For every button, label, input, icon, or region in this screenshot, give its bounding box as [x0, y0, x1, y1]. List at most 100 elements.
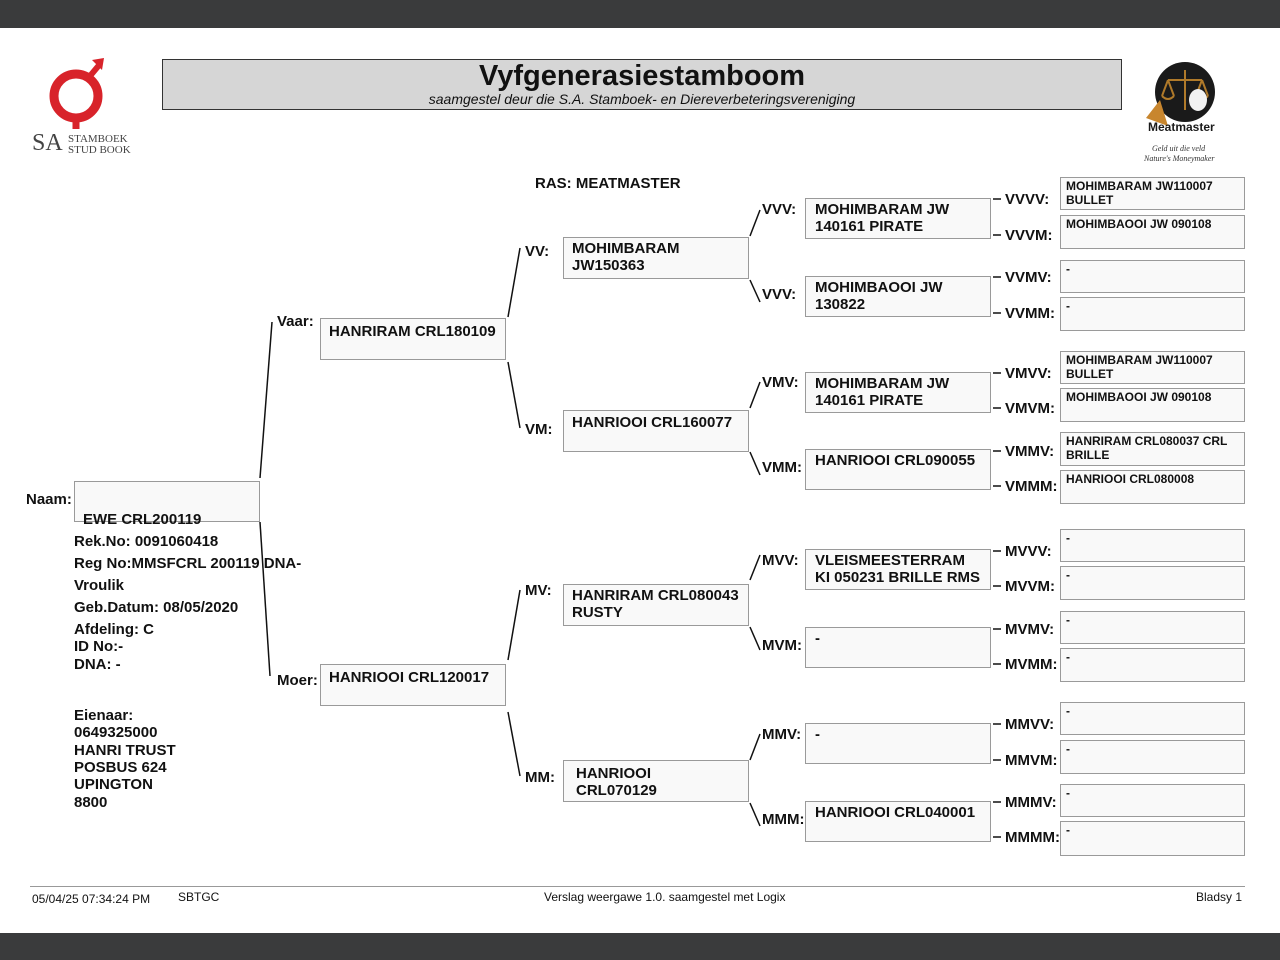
gen3-label: VVV: — [762, 201, 797, 218]
gen4-name: - — [1066, 742, 1070, 756]
footer-page: Bladsy 1 — [1196, 890, 1243, 904]
gen4-box[interactable]: - — [1060, 260, 1245, 293]
dam-name: HANRIOOI CRL120017 — [329, 669, 490, 686]
gen2-label: VV: — [525, 243, 550, 260]
gen2-box[interactable]: HANRIOOI CRL160077 — [563, 410, 749, 452]
gen4-box[interactable]: - — [1060, 297, 1245, 331]
sire-box[interactable]: HANRIRAM CRL180109 — [320, 318, 506, 360]
gen4-box[interactable]: HANRIOOI CRL080008 — [1060, 470, 1245, 504]
logo-studbook-text: STUD BOOK — [68, 144, 131, 156]
sex: Vroulik — [74, 577, 125, 594]
gen3-box[interactable]: MOHIMBARAM JW 140161 PIRATE — [805, 372, 991, 413]
gen4-box[interactable]: - — [1060, 784, 1245, 817]
breed-label: RAS: MEATMASTER — [535, 175, 681, 192]
gen3-label: MVV: — [762, 552, 799, 569]
gen3-label: VVV: — [762, 286, 797, 303]
gen4-label: VMVM: — [1005, 400, 1055, 417]
gen3-name: - — [815, 726, 820, 743]
gen4-name: - — [1066, 262, 1070, 276]
gen4-label: MVVM: — [1005, 578, 1055, 595]
gen4-box[interactable]: HANRIRAM CRL080037 CRL BRILLE — [1060, 432, 1245, 466]
owner-label: Eienaar: — [74, 707, 134, 724]
logo-sa-text: SA — [32, 130, 63, 156]
gen3-label: VMM: — [762, 459, 802, 476]
gen4-label: VVMM: — [1005, 305, 1055, 322]
owner-line: POSBUS 624 — [74, 759, 167, 776]
footer-code: SBTGC — [178, 890, 220, 904]
gen4-label: MMMM: — [1005, 829, 1060, 846]
gen4-name: - — [1066, 704, 1070, 718]
gen3-box[interactable]: MOHIMBARAM JW 140161 PIRATE — [805, 198, 991, 239]
dam-label: Moer: — [277, 672, 318, 689]
gen2-box[interactable]: HANRIRAM CRL080043 RUSTY — [563, 584, 749, 626]
gen2-name: HANRIOOI CRL070129 — [576, 765, 657, 799]
gen4-name: - — [1066, 650, 1070, 664]
gen4-box[interactable]: - — [1060, 702, 1245, 735]
gen3-box[interactable]: VLEISMEESTERRAM KI 050231 BRILLE RMS — [805, 549, 991, 590]
meatmaster-brand-text: Meatmaster — [1148, 120, 1215, 134]
gen4-label: VVMV: — [1005, 269, 1052, 286]
gen4-label: VMMV: — [1005, 443, 1055, 460]
meatmaster-logo: Meatmaster Geld uit die veld Nature's Mo… — [1138, 60, 1220, 166]
gen2-box[interactable]: HANRIOOI CRL070129 — [563, 760, 749, 802]
gen3-box[interactable]: - — [805, 723, 991, 764]
gen4-name: HANRIOOI CRL080008 — [1066, 472, 1195, 486]
owner-line: HANRI TRUST — [74, 742, 176, 759]
sire-label: Vaar: — [277, 313, 314, 330]
gen2-name: HANRIRAM CRL080043 RUSTY — [572, 587, 739, 621]
viewer-bottom-bar — [0, 933, 1280, 960]
animal-name-box[interactable]: EWE CRL200119 — [74, 481, 260, 528]
gen3-name: HANRIOOI CRL090055 — [815, 452, 976, 469]
gen3-box[interactable]: HANRIOOI CRL090055 — [805, 449, 991, 490]
gen4-name: - — [1066, 568, 1070, 582]
gen4-box[interactable]: MOHIMBAOOI JW 090108 — [1060, 388, 1245, 422]
gen4-label: VMMM: — [1005, 478, 1058, 495]
gen4-label: MVVV: — [1005, 543, 1052, 560]
viewer-top-bar — [0, 0, 1280, 28]
gen3-name: HANRIOOI CRL040001 — [815, 804, 976, 821]
gen4-box[interactable]: - — [1060, 648, 1245, 682]
gen3-name: MOHIMBARAM JW 140161 PIRATE — [815, 201, 950, 235]
gen4-name: HANRIRAM CRL080037 CRL BRILLE — [1066, 434, 1228, 462]
gen4-name: MOHIMBAOOI JW 090108 — [1066, 390, 1212, 404]
gen2-label: MM: — [525, 769, 555, 786]
gen3-label: MVM: — [762, 637, 802, 654]
gen3-name: - — [815, 630, 820, 647]
animal-name: EWE CRL200119 — [83, 511, 202, 528]
gen4-box[interactable]: - — [1060, 529, 1245, 562]
gen4-box[interactable]: MOHIMBARAM JW110007 BULLET — [1060, 351, 1245, 384]
gen3-box[interactable]: HANRIOOI CRL040001 — [805, 801, 991, 842]
gen3-name: MOHIMBAOOI JW 130822 — [815, 279, 943, 313]
rek-no: Rek.No: 0091060418 — [74, 533, 219, 550]
gen4-box[interactable]: - — [1060, 740, 1245, 774]
owner-line: UPINGTON — [74, 776, 153, 793]
gen2-name: HANRIOOI CRL160077 — [572, 414, 733, 431]
gen4-box[interactable]: - — [1060, 566, 1245, 600]
gen3-label: VMV: — [762, 374, 799, 391]
gen4-label: VMVV: — [1005, 365, 1052, 382]
gen3-label: MMV: — [762, 726, 802, 743]
gen4-name: MOHIMBARAM JW110007 BULLET — [1066, 179, 1213, 207]
meatmaster-tagline-1: Geld uit die veld — [1152, 144, 1206, 153]
gen4-box[interactable]: MOHIMBARAM JW110007 BULLET — [1060, 177, 1245, 210]
gen4-box[interactable]: MOHIMBAOOI JW 090108 — [1060, 215, 1245, 249]
gen4-label: VVVM: — [1005, 227, 1053, 244]
owner-line: 0649325000 — [74, 724, 158, 741]
gen4-box[interactable]: - — [1060, 611, 1245, 644]
logo-stamboek-text: STAMBOEK — [68, 133, 128, 145]
reg-no: Reg No:MMSFCRL 200119 DNA- — [74, 555, 302, 572]
afdeling: Afdeling: C — [74, 621, 154, 638]
dam-box[interactable]: HANRIOOI CRL120017 — [320, 664, 506, 706]
gen2-box[interactable]: MOHIMBARAM JW150363 — [563, 237, 749, 279]
gen4-label: VVVV: — [1005, 191, 1050, 208]
gen4-name: - — [1066, 299, 1070, 313]
gen3-label: MMM: — [762, 811, 805, 828]
gen3-box[interactable]: MOHIMBAOOI JW 130822 — [805, 276, 991, 317]
footer-report: Verslag weergawe 1.0. saamgestel met Log… — [544, 890, 786, 904]
gen4-name: - — [1066, 786, 1070, 800]
gen2-label: MV: — [525, 582, 552, 599]
naam-label: Naam: — [26, 491, 72, 508]
gen3-box[interactable]: - — [805, 627, 991, 668]
gen4-box[interactable]: - — [1060, 821, 1245, 856]
